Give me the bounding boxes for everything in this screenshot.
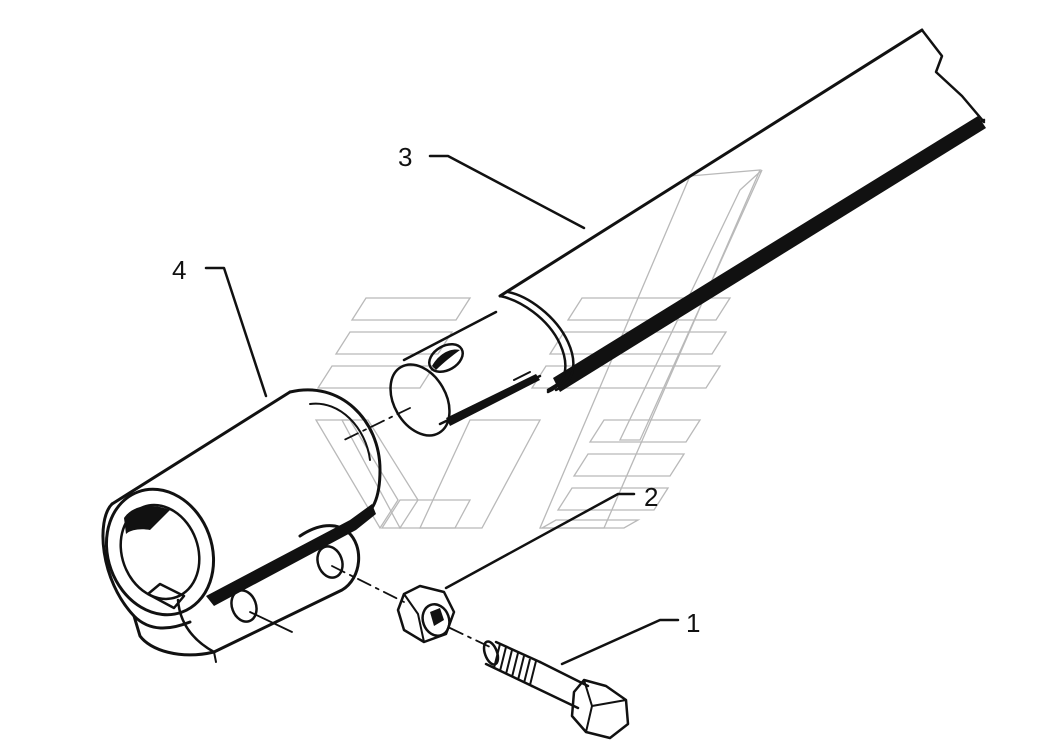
- callout-leaders: [204, 154, 680, 666]
- lock-nut: [396, 584, 456, 644]
- callout-number-1: 1: [686, 608, 700, 638]
- callout-number-4: 4: [172, 255, 186, 285]
- hex-bolt: [482, 640, 630, 740]
- watermark-logo: [314, 169, 763, 530]
- callout-number-3: 3: [398, 142, 412, 172]
- centerline-bolt-lower: [249, 611, 293, 633]
- centerline-shaft: [343, 407, 411, 441]
- centerline-nut-bolt: [449, 627, 493, 649]
- shaft-tube: [389, 28, 986, 437]
- callout-number-2: 2: [644, 482, 658, 512]
- centerline-bolt: [331, 565, 405, 603]
- clamp-coupling: [101, 388, 382, 663]
